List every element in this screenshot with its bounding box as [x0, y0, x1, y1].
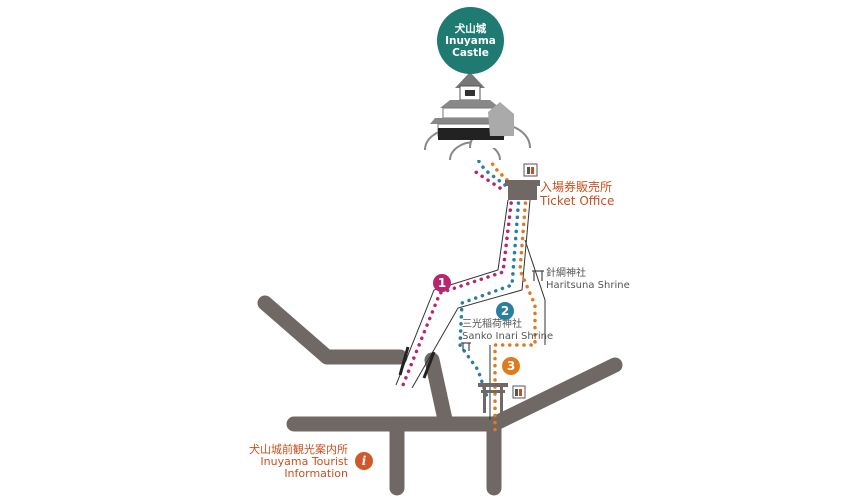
castle-name-ja: 犬山城 — [454, 22, 487, 35]
restroom-icon — [523, 163, 538, 177]
route-1-path — [401, 194, 514, 387]
tourist-info-en-1: Inuyama Tourist — [260, 455, 348, 468]
haritsuna-en: Haritsuna Shrine — [546, 280, 630, 291]
route-marker-2[interactable]: 2 — [496, 302, 514, 320]
route-2-path — [458, 158, 521, 402]
sanko-shrine-label[interactable]: 三光稲荷神社 Sanko Inari Shrine — [462, 319, 553, 343]
route-marker-3[interactable]: 3 — [502, 357, 520, 375]
route-marker-1[interactable]: 1 — [433, 274, 451, 292]
ticket-office-label[interactable]: 入場券販売所 Ticket Office — [540, 180, 614, 208]
tourist-info-ja: 犬山城前観光案内所 — [249, 443, 348, 456]
info-icon[interactable]: i — [355, 452, 373, 470]
tourist-info-en-2: Information — [284, 467, 348, 480]
restroom-icon-2 — [512, 385, 526, 399]
castle-name-en-1: Inuyama — [445, 34, 496, 47]
small-torii-sanko-icon — [461, 342, 471, 351]
tourist-info-label[interactable]: 犬山城前観光案内所 Inuyama Tourist Information — [230, 444, 348, 480]
route-mix-path — [471, 168, 502, 190]
road-center — [424, 352, 454, 432]
haritsuna-shrine-label[interactable]: 針綱神社 Haritsuna Shrine — [546, 268, 630, 292]
road-east — [486, 357, 623, 432]
ticket-office-ja: 入場券販売所 — [540, 180, 613, 194]
sanko-ja: 三光稲荷神社 — [462, 319, 522, 330]
ticket-office-icon — [505, 180, 540, 200]
castle-icon — [430, 72, 514, 140]
castle-name-en-2: Castle — [452, 46, 489, 59]
castle-label[interactable]: 犬山城 Inuyama Castle — [437, 7, 504, 74]
torii-icon — [478, 383, 508, 413]
small-torii-haritsuna-icon — [532, 270, 544, 281]
route-3-path — [488, 158, 537, 434]
ticket-office-en: Ticket Office — [540, 194, 615, 208]
road-west — [257, 295, 408, 365]
roads — [257, 295, 623, 496]
haritsuna-ja: 針綱神社 — [546, 268, 586, 279]
sanko-en: Sanko Inari Shrine — [462, 331, 554, 342]
walkway — [395, 199, 546, 420]
bridge-icon — [398, 346, 436, 379]
